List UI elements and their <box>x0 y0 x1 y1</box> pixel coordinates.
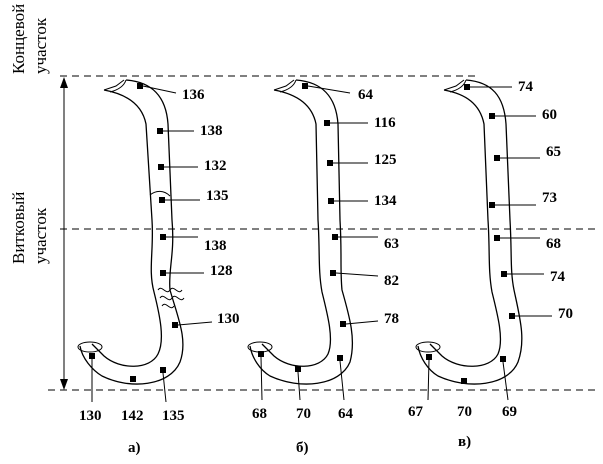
measurement-point <box>489 113 495 119</box>
measurement-point <box>332 234 338 240</box>
spring-outline <box>417 79 523 385</box>
measurement-point <box>302 83 308 89</box>
value-label: 68 <box>546 236 561 252</box>
spring-outline <box>249 79 354 385</box>
spring-diagram-a: 136 138 132 135 138 128 130 130 142 135 … <box>77 79 240 456</box>
value-label: 142 <box>121 408 144 424</box>
value-label: 82 <box>384 273 399 289</box>
measurement-point <box>461 378 467 384</box>
value-label: 73 <box>542 190 557 206</box>
value-label: 132 <box>204 158 227 174</box>
measurement-point <box>501 271 507 277</box>
measurement-point <box>137 83 143 89</box>
measurement-point <box>330 270 336 276</box>
measurement-point <box>160 270 166 276</box>
measurement-point <box>327 160 333 166</box>
measurement-point <box>337 355 343 361</box>
weld-mark <box>149 190 171 197</box>
value-label: 74 <box>518 79 534 95</box>
measurement-point <box>426 354 432 360</box>
coil-zone-label-2: участок <box>31 207 50 264</box>
value-label: 64 <box>338 406 354 422</box>
value-label: 68 <box>252 406 267 422</box>
value-label: 69 <box>502 404 517 420</box>
measurement-point <box>130 376 136 382</box>
measurement-point <box>158 164 164 170</box>
value-label: 136 <box>182 87 205 103</box>
measurement-point <box>509 313 515 319</box>
measurement-point <box>324 120 330 126</box>
measurement-point <box>494 155 500 161</box>
value-label: 70 <box>457 404 472 420</box>
measurement-point <box>328 198 334 204</box>
value-label: 138 <box>204 238 227 254</box>
measurement-point <box>494 235 500 241</box>
value-label: 134 <box>374 193 397 209</box>
measurement-point <box>258 351 264 357</box>
end-zone-label-2: участок <box>31 17 50 74</box>
measurement-point <box>89 353 95 359</box>
value-label: 116 <box>374 115 396 131</box>
measurement-point <box>340 321 346 327</box>
value-label: 138 <box>200 123 223 139</box>
end-hook-ellipse <box>77 341 103 353</box>
value-label: 74 <box>550 269 566 285</box>
measurement-point <box>464 84 470 90</box>
value-label: 67 <box>408 404 424 420</box>
height-dimension-arrow <box>60 77 68 390</box>
value-label: 63 <box>384 236 399 252</box>
value-label: 125 <box>374 152 397 168</box>
measurement-point <box>159 197 165 203</box>
value-label: 70 <box>558 306 573 322</box>
measurement-point <box>160 367 166 373</box>
spring-diagram-c: 74 60 65 73 68 74 70 67 70 69 в) <box>408 79 573 450</box>
measurement-point <box>489 202 495 208</box>
value-label: 78 <box>384 311 399 327</box>
measurement-point <box>172 322 178 328</box>
end-coil-cap <box>103 79 127 93</box>
measurement-point <box>160 234 166 240</box>
measurement-point <box>500 356 506 362</box>
value-label: 64 <box>358 87 374 103</box>
spring-outline <box>79 79 184 385</box>
diagram-caption: в) <box>458 434 471 450</box>
value-label: 135 <box>162 408 185 424</box>
spring-diagram-b: 64 116 125 134 63 82 78 68 70 64 б) <box>247 79 399 456</box>
value-label: 65 <box>546 144 561 160</box>
coil-zone-label-1: Витковый <box>9 192 28 264</box>
end-zone-label-1: Концевой <box>9 4 28 74</box>
end-hook-ellipse <box>247 341 273 353</box>
value-label: 70 <box>296 406 311 422</box>
end-hook-ellipse <box>415 341 441 353</box>
measurement-point <box>295 366 301 372</box>
diagram-caption: а) <box>128 440 141 456</box>
value-label: 130 <box>79 408 102 424</box>
value-label: 135 <box>206 188 229 204</box>
end-coil-cap <box>273 79 297 93</box>
measurement-point <box>157 128 163 134</box>
coil-wave-mark <box>157 287 185 309</box>
diagram-caption: б) <box>296 440 309 456</box>
value-label: 60 <box>542 107 557 123</box>
value-label: 130 <box>217 311 240 327</box>
end-coil-cap <box>443 79 467 93</box>
value-label: 128 <box>210 263 233 279</box>
